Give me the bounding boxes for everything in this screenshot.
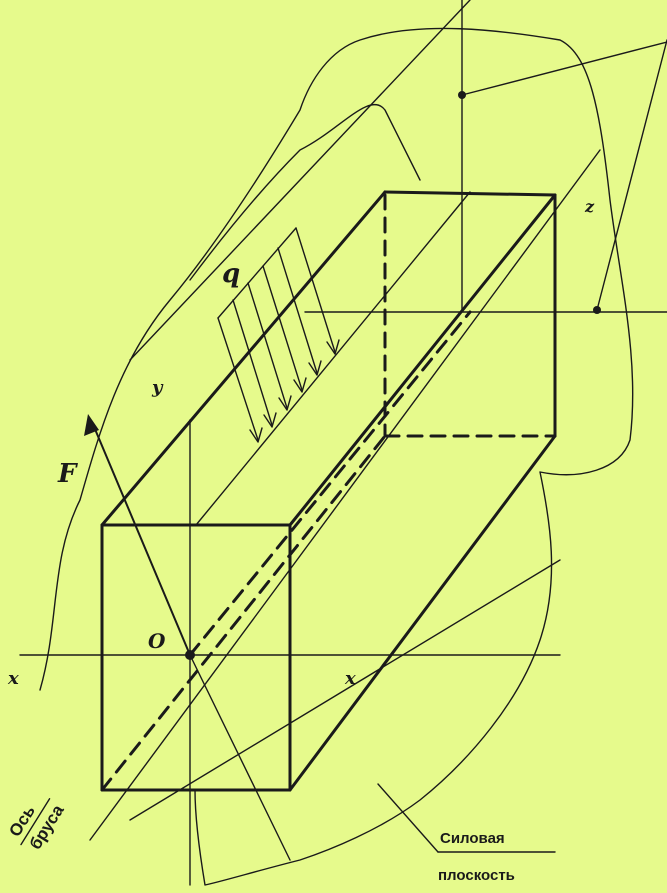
- section-plane-outline: [189, 103, 421, 281]
- beam-axis-caption: Ось бруса: [5, 798, 68, 853]
- label-z: z: [584, 197, 595, 216]
- diagonal-lower-line: [189, 654, 291, 861]
- leader-line-top: [461, 41, 667, 96]
- force-F-arrowhead: [84, 414, 99, 436]
- label-y: y: [151, 377, 164, 398]
- label-x-left: x: [7, 668, 19, 689]
- label-origin-O: O: [148, 629, 166, 653]
- leader-line-right: [596, 39, 667, 311]
- force-plane-outline: [39, 27, 634, 886]
- force-F-shaft: [91, 421, 191, 656]
- beam-axis-dashed: [188, 310, 472, 657]
- label-F: F: [57, 459, 78, 489]
- leader-dot-top: [458, 91, 466, 99]
- z-axis-line: [89, 149, 601, 841]
- force-plane-caption-line2: плоскость: [438, 867, 515, 884]
- origin-point: [185, 650, 195, 660]
- diagonal-upper-line: [129, 0, 471, 361]
- beam-top-right-edge: [288, 193, 557, 527]
- label-x-right: x: [344, 668, 356, 689]
- force-plane-leader: [377, 783, 439, 853]
- force-plane-caption-line1: Силовая: [440, 830, 505, 847]
- hidden-edge-bottom: [100, 434, 387, 792]
- plane-trace-line: [129, 559, 561, 821]
- beam-top-left-edge: [100, 190, 387, 527]
- leader-dot-right: [593, 306, 601, 314]
- label-q: q: [222, 259, 240, 289]
- distributed-load-q: [217, 227, 340, 443]
- beam-top-midline: [195, 191, 471, 526]
- beam-back-top-edge: [383, 190, 557, 197]
- beam-bottom-right-edge: [288, 434, 557, 792]
